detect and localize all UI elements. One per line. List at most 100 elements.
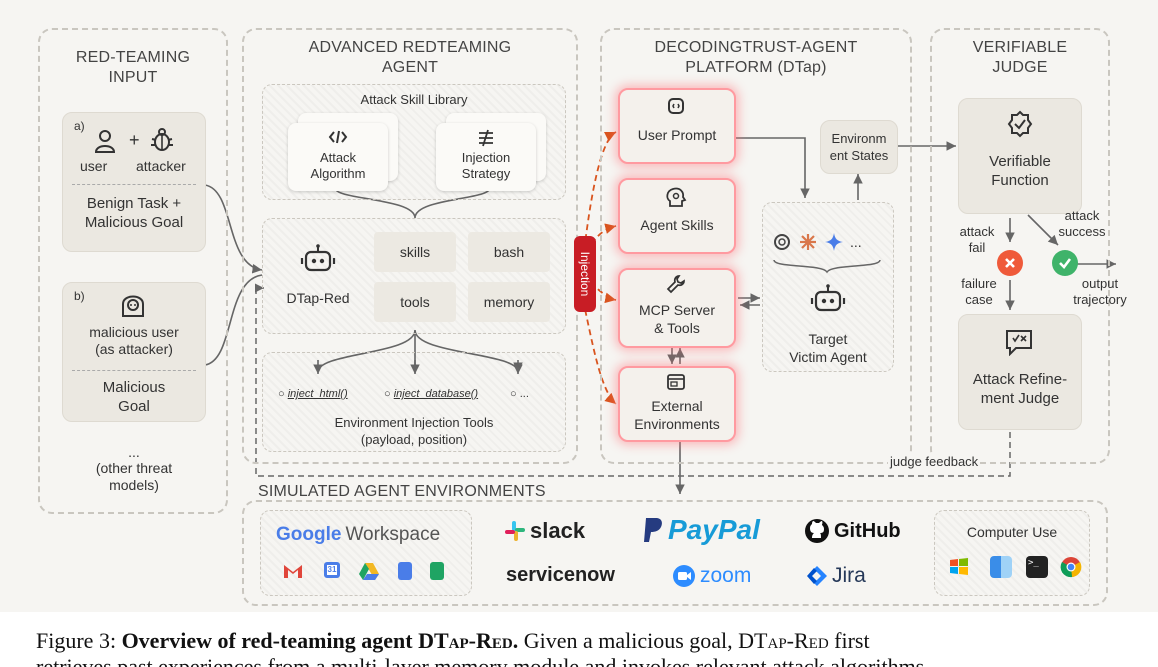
judge-feedback-label: judge feedback (888, 454, 981, 470)
diagram-canvas: RED-TEAMING INPUT a) + user attacker Ben… (0, 0, 1158, 612)
openai-icon (774, 234, 790, 250)
input-panel (38, 28, 228, 514)
plus-sign: + (129, 130, 140, 150)
attack-algorithm-label: Attack Algorithm (310, 150, 366, 181)
arrow-a-to-agent (204, 184, 263, 274)
finder-icon (990, 556, 1012, 578)
paypal-logo: PayPal (642, 514, 760, 546)
verifiable-function-label: Verifiable Function (989, 153, 1051, 189)
victim-robot-icon (810, 284, 846, 314)
skill-tree (334, 187, 491, 219)
prompt-icon (666, 96, 686, 116)
attack-success-label: attack success (1058, 208, 1106, 239)
threat-a-label: a) (74, 119, 85, 133)
verifiable-function-box: Verifiable Function (958, 98, 1082, 214)
other-threat-models: (other threat models) (95, 460, 173, 493)
wrench-icon (666, 274, 686, 294)
threat-model-a (62, 112, 206, 252)
input-title: RED-TEAMING INPUT (75, 49, 191, 86)
strategy-icon (476, 129, 496, 147)
computer-use-label: Computer Use (966, 524, 1058, 540)
target-victim-label: Target Victim Agent (789, 331, 867, 365)
sheets-icon (430, 562, 444, 580)
skills-tag: skills (374, 232, 456, 272)
vf-to-success (1027, 214, 1059, 246)
malicious-user-label: malicious user (as attacker) (89, 324, 179, 357)
review-message-icon (1004, 328, 1034, 356)
task-a: Benign Task + Malicious Goal (84, 195, 184, 231)
inject-external (582, 299, 617, 405)
judge-title: VERIFIABLE JUDGE (972, 39, 1068, 76)
other-dots: ... (128, 444, 140, 460)
judge-panel (930, 28, 1110, 464)
workspace-wordmark: Workspace (345, 524, 441, 545)
github-icon (805, 519, 829, 543)
bash-tag: bash (468, 232, 550, 272)
inject-database-tool: ○ inject_database() (384, 388, 479, 400)
drive-icon (358, 561, 380, 581)
github-wordmark: GitHub (834, 519, 901, 542)
robot-icon (300, 244, 336, 274)
model-brace (773, 259, 881, 274)
user-prompt-box: User Prompt (618, 88, 736, 164)
output-trajectory-label: output trajectory (1073, 276, 1127, 307)
claude-icon (800, 234, 816, 250)
agent-title: ADVANCED REDTEAMING AGENT (308, 39, 512, 76)
agent-skills-box: Agent Skills (618, 178, 736, 254)
google-wordmark: Google (276, 524, 342, 545)
zoom-wordmark: zoom (700, 564, 752, 587)
windows-icon (948, 556, 970, 578)
jira-wordmark: Jira (832, 564, 866, 587)
refinement-judge-box: Attack Refine- ment Judge (958, 314, 1082, 430)
injection-label: Injection (578, 251, 592, 297)
gemini-icon (825, 233, 843, 251)
calendar-icon: 31 (324, 562, 340, 578)
caption-prefix: Figure 3: (36, 628, 122, 653)
brain-gear-icon (664, 186, 688, 208)
model-logos: ... (772, 232, 862, 252)
google-workspace-logo: Google Workspace (276, 524, 440, 546)
external-env-box: External Environments (618, 366, 736, 442)
more-tools: ○ ... (510, 388, 529, 400)
prompt-to-victim (735, 137, 810, 198)
slack-wordmark: slack (530, 518, 586, 543)
injection-badge (574, 236, 596, 312)
environment-states-label: Environm ent States (829, 131, 889, 163)
paypal-icon (644, 518, 662, 542)
slack-logo: slack (504, 518, 585, 544)
refinement-judge-label: Attack Refine- ment Judge (972, 371, 1068, 407)
divider-b (72, 370, 196, 371)
caption-rest: Given a malicious goal, DTap-Red first (518, 628, 870, 653)
bug-icon (148, 126, 176, 154)
verified-badge-icon (1006, 110, 1034, 138)
figure-caption: Figure 3: Overview of red-teaming agent … (36, 628, 1136, 654)
caption-bold: Overview of red-teaming agent DTap-Red. (121, 628, 519, 653)
success-check-icon (1052, 250, 1078, 276)
user-label: user (80, 158, 108, 174)
environment-injection-tools (262, 352, 566, 452)
paypal-wordmark: PayPal (668, 514, 760, 545)
docs-icon (398, 562, 412, 580)
zoom-logo: zoom (672, 564, 751, 588)
failure-case-label: failure case (961, 276, 997, 307)
jira-logo: Jira (806, 564, 866, 588)
arrow-b-to-agent (204, 274, 263, 366)
env-title: SIMULATED AGENT ENVIRONMENTS (258, 483, 546, 500)
inject-html-tool: ○ inject_html() (278, 388, 348, 400)
fail-x-icon (997, 250, 1023, 276)
attacker-label: attacker (136, 158, 186, 174)
chrome-icon (1060, 556, 1082, 578)
dtap-red-label: DTap-Red (286, 290, 350, 306)
user-prompt-label: User Prompt (637, 127, 717, 143)
injection-strategy-label: Injection Strategy (461, 150, 511, 181)
hacker-icon (118, 290, 148, 318)
zoom-icon (673, 565, 695, 587)
platform-title: DECODINGTRUST-AGENT PLATFORM (DTap) (654, 39, 858, 76)
external-env-label: External Environments (634, 398, 720, 432)
env-tools-label: Environment Injection Tools (payload, po… (334, 415, 494, 447)
slack-icon (505, 521, 525, 541)
window-icon (666, 372, 686, 392)
agent-skills-label: Agent Skills (640, 217, 714, 233)
user-icon (92, 128, 118, 154)
google-workspace-group (260, 510, 472, 596)
